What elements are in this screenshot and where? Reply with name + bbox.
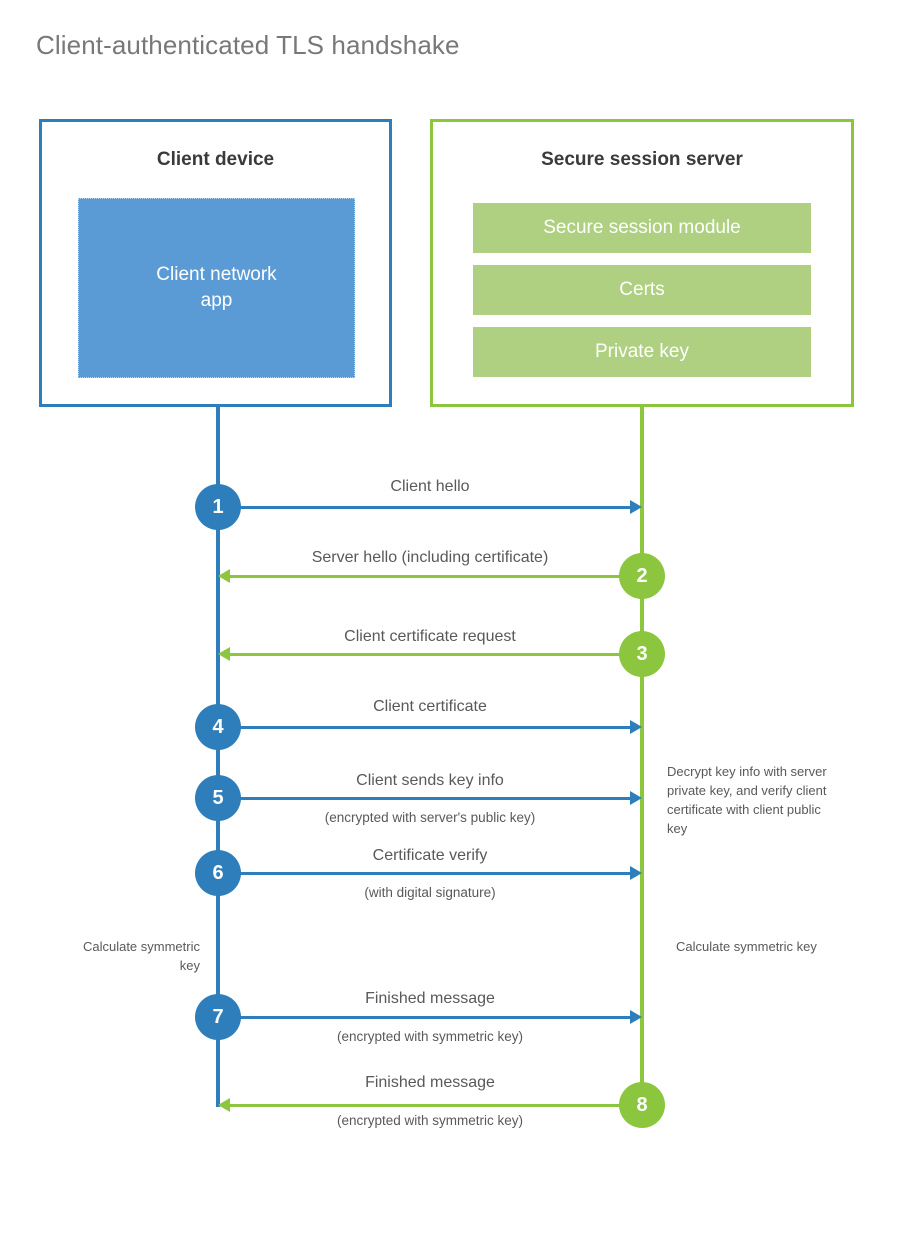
- server-row-certs: Certs: [473, 265, 811, 315]
- client-network-app-label: Client network app: [156, 264, 277, 311]
- client-network-app-block: Client network app: [78, 198, 355, 378]
- client-calculate-symmetric-key-annotation: Calculate symmetric key: [82, 939, 200, 973]
- step-7-arrow-head: [630, 1010, 642, 1024]
- step-2-circle[interactable]: 2: [619, 553, 665, 599]
- step-6-circle[interactable]: 6: [195, 850, 241, 896]
- step-7-circle[interactable]: 7: [195, 994, 241, 1040]
- step-2-arrow-head: [218, 569, 230, 583]
- step-3-label: Client certificate request: [344, 628, 516, 645]
- client-lifeline: [216, 407, 220, 1107]
- client-device-box: Client device Client network app: [39, 119, 392, 407]
- step-5-arrow-head: [630, 791, 642, 805]
- secure-session-server-box: Secure session server Secure session mod…: [430, 119, 854, 407]
- step-6-sublabel: (with digital signature): [364, 885, 496, 900]
- server-lifeline: [640, 407, 644, 1107]
- step-3-arrow-line: [230, 653, 642, 656]
- step-6-arrow-head: [630, 866, 642, 880]
- step-2-label: Server hello (including certificate): [311, 549, 549, 566]
- step-1-label: Client hello: [390, 478, 470, 495]
- step-8-label: Finished message: [365, 1074, 495, 1091]
- client-device-title: Client device: [156, 149, 275, 170]
- server-calculate-symmetric-key-annotation: Calculate symmetric key: [676, 939, 817, 954]
- step-4-label: Client certificate: [373, 698, 487, 715]
- step-3-arrow-head: [218, 647, 230, 661]
- step-2-arrow-line: [230, 575, 642, 578]
- step-1-arrow-line: [218, 506, 630, 509]
- step-7-label: Finished message: [365, 990, 495, 1007]
- server-row-private-key: Private key: [473, 327, 811, 377]
- step-8-arrow-line: [230, 1104, 642, 1107]
- step-7-sublabel: (encrypted with symmetric key): [336, 1029, 524, 1044]
- step-8-circle[interactable]: 8: [619, 1082, 665, 1128]
- server-decrypt-annotation: Decrypt key info with server private key…: [667, 764, 827, 836]
- server-row-secure-session-module: Secure session module: [473, 203, 811, 253]
- step-4-arrow-line: [218, 726, 630, 729]
- step-1-circle[interactable]: 1: [195, 484, 241, 530]
- step-4-arrow-head: [630, 720, 642, 734]
- step-8-arrow-head: [218, 1098, 230, 1112]
- step-5-sublabel: (encrypted with server's public key): [324, 810, 536, 825]
- step-8-sublabel: (encrypted with symmetric key): [336, 1113, 524, 1128]
- page-title: Client-authenticated TLS handshake: [36, 30, 460, 60]
- step-4-circle[interactable]: 4: [195, 704, 241, 750]
- step-5-circle[interactable]: 5: [195, 775, 241, 821]
- step-1-arrow-head: [630, 500, 642, 514]
- step-5-label: Client sends key info: [356, 772, 504, 789]
- step-6-label: Certificate verify: [372, 847, 488, 864]
- step-6-arrow-line: [218, 872, 630, 875]
- step-3-circle[interactable]: 3: [619, 631, 665, 677]
- step-5-arrow-line: [218, 797, 630, 800]
- secure-session-server-title: Secure session server: [541, 149, 743, 170]
- step-7-arrow-line: [218, 1016, 630, 1019]
